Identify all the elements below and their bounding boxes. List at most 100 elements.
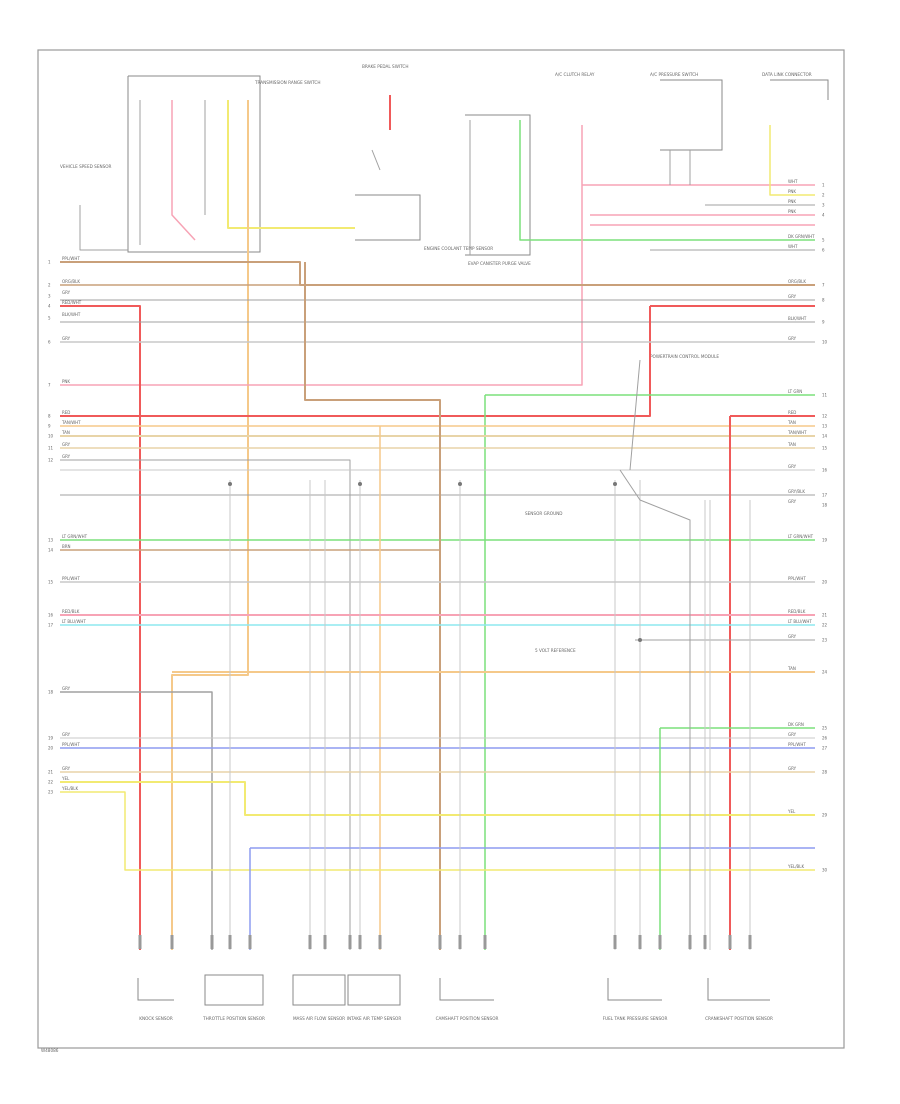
wire-vss-ground xyxy=(79,205,128,251)
left-wire-label-3: RED/WHT xyxy=(62,300,82,305)
connector-pin-9 xyxy=(378,935,382,949)
right-wire-label-3: PNK xyxy=(788,209,796,214)
right-wire-num-22: 23 xyxy=(822,638,828,643)
right-wire-label-24: DK GRN xyxy=(788,722,804,727)
evap-valve-box xyxy=(465,114,531,256)
right-wire-label-26: PPL/WHT xyxy=(788,742,806,747)
right-wire-label-21: LT BLU/WHT xyxy=(788,619,812,624)
right-wire-num-27: 28 xyxy=(822,770,828,775)
splice-dot-1 xyxy=(358,482,362,486)
bottom-sensor-0 xyxy=(137,978,174,1001)
left-wire-label-15: RED/BLK xyxy=(62,609,80,614)
splice-dot-4 xyxy=(638,638,642,642)
connector-pin-18 xyxy=(728,935,732,949)
connector-pin-13 xyxy=(613,935,617,949)
left-wire-label-12: LT GRN/WHT xyxy=(62,534,88,539)
left-wire-num-14: 15 xyxy=(48,580,54,585)
left-wire-num-10: 11 xyxy=(48,446,54,451)
right-wire-num-0: 1 xyxy=(822,183,825,188)
left-wire-num-8: 9 xyxy=(48,424,51,429)
left-wire-label-6: PNK xyxy=(62,379,70,384)
right-wire-num-2: 3 xyxy=(822,203,825,208)
right-wire-num-5: 6 xyxy=(822,248,825,253)
right-wire-label-5: WHT xyxy=(788,244,798,249)
bottom-label-0: KNOCK SENSOR xyxy=(139,1016,173,1021)
right-wire-label-12: TAN xyxy=(787,420,796,425)
left-wire-num-12: 13 xyxy=(48,538,54,543)
right-wire-num-28: 29 xyxy=(822,813,828,818)
right-wire-num-18: 19 xyxy=(822,538,828,543)
right-wire-num-19: 20 xyxy=(822,580,828,585)
left-wire-label-22: YEL/BLK xyxy=(61,786,79,791)
connector-pin-19 xyxy=(748,935,752,949)
label-evap: EVAP CANISTER PURGE VALVE xyxy=(468,261,531,266)
diagram-frame xyxy=(37,49,845,1049)
ect-sensor-box xyxy=(355,194,421,241)
left-wire-num-6: 7 xyxy=(48,383,51,388)
bottom-box-2 xyxy=(292,974,346,1006)
right-wire-num-20: 21 xyxy=(822,613,828,618)
right-wire-num-13: 14 xyxy=(822,434,828,439)
right-wire-num-11: 12 xyxy=(822,414,828,419)
right-wire-label-1: PNK xyxy=(788,189,796,194)
left-wire-num-7: 8 xyxy=(48,414,51,419)
right-wire-num-4: 5 xyxy=(822,238,825,243)
connector-pin-11 xyxy=(458,935,462,949)
connector-pin-12 xyxy=(483,935,487,949)
splice-dot-2 xyxy=(458,482,462,486)
right-wire-num-16: 17 xyxy=(822,493,828,498)
bottom-box-3 xyxy=(347,974,401,1006)
connector-pin-1 xyxy=(170,935,174,949)
label-vss: VEHICLE SPEED SENSOR xyxy=(60,164,112,169)
left-wire-num-21: 22 xyxy=(48,780,54,785)
bottom-label-2: MASS AIR FLOW SENSOR xyxy=(293,1016,345,1021)
left-wire-label-18: GRY xyxy=(62,732,71,737)
left-wire-label-1: ORG/BLK xyxy=(62,279,80,284)
right-wire-num-14: 15 xyxy=(822,446,828,451)
note-splice1: SENSOR GROUND xyxy=(525,511,563,516)
right-wire-label-0: WHT xyxy=(788,179,798,184)
right-wire-label-15: GRY xyxy=(788,464,797,469)
left-wire-num-19: 20 xyxy=(48,746,54,751)
label-trans: TRANSMISSION RANGE SWITCH xyxy=(254,80,321,85)
connector-pin-17 xyxy=(703,935,707,949)
right-wire-num-21: 22 xyxy=(822,623,828,628)
wire-brake-switch xyxy=(371,149,381,171)
right-wire-label-17: GRY xyxy=(788,499,797,504)
connector-pin-2 xyxy=(210,935,214,949)
connector-pin-14 xyxy=(638,935,642,949)
bottom-sensor-4 xyxy=(439,978,494,1001)
bottom-components: KNOCK SENSOR THROTTLE POSITION SENSOR MASS… xyxy=(137,935,773,1021)
wire-trans-2 xyxy=(171,100,196,241)
left-wire-num-17: 18 xyxy=(48,690,54,695)
splice-dot-3 xyxy=(613,482,617,486)
trans-range-switch-box xyxy=(127,75,261,253)
bottom-sensor-5 xyxy=(607,978,662,1001)
left-wire-label-13: BRN xyxy=(62,544,71,549)
left-wire-label-11: GRY xyxy=(62,454,71,459)
wires-group xyxy=(60,95,815,950)
right-wire-num-6: 7 xyxy=(822,283,825,288)
right-wire-label-2: PNK xyxy=(788,199,796,204)
corner-code: W48086 xyxy=(41,1048,59,1053)
right-wire-label-13: TAN/WHT xyxy=(787,430,807,435)
bottom-label-1: THROTTLE POSITION SENSOR xyxy=(202,1016,265,1021)
connector-pin-10 xyxy=(438,935,442,949)
left-wire-label-14: PPL/WHT xyxy=(62,576,80,581)
left-wire-label-8: TAN/WHT xyxy=(61,420,81,425)
left-wire-label-21: YEL xyxy=(61,776,70,781)
bus-yellow-1 xyxy=(60,781,815,816)
left-wire-num-5: 6 xyxy=(48,340,51,345)
connector-pin-8 xyxy=(358,935,362,949)
left-wire-label-9: TAN xyxy=(61,430,70,435)
label-pcm: POWERTRAIN CONTROL MODULE xyxy=(650,354,719,359)
right-wire-num-1: 2 xyxy=(822,193,825,198)
bus-gray-4 xyxy=(60,459,351,950)
splice-dot-0 xyxy=(228,482,232,486)
left-wire-num-3: 4 xyxy=(48,304,51,309)
left-wire-label-16: LT BLU/WHT xyxy=(62,619,86,624)
right-wire-num-10: 11 xyxy=(822,393,828,398)
left-wire-label-2: GRY xyxy=(62,290,71,295)
pcm-leader xyxy=(629,359,641,471)
